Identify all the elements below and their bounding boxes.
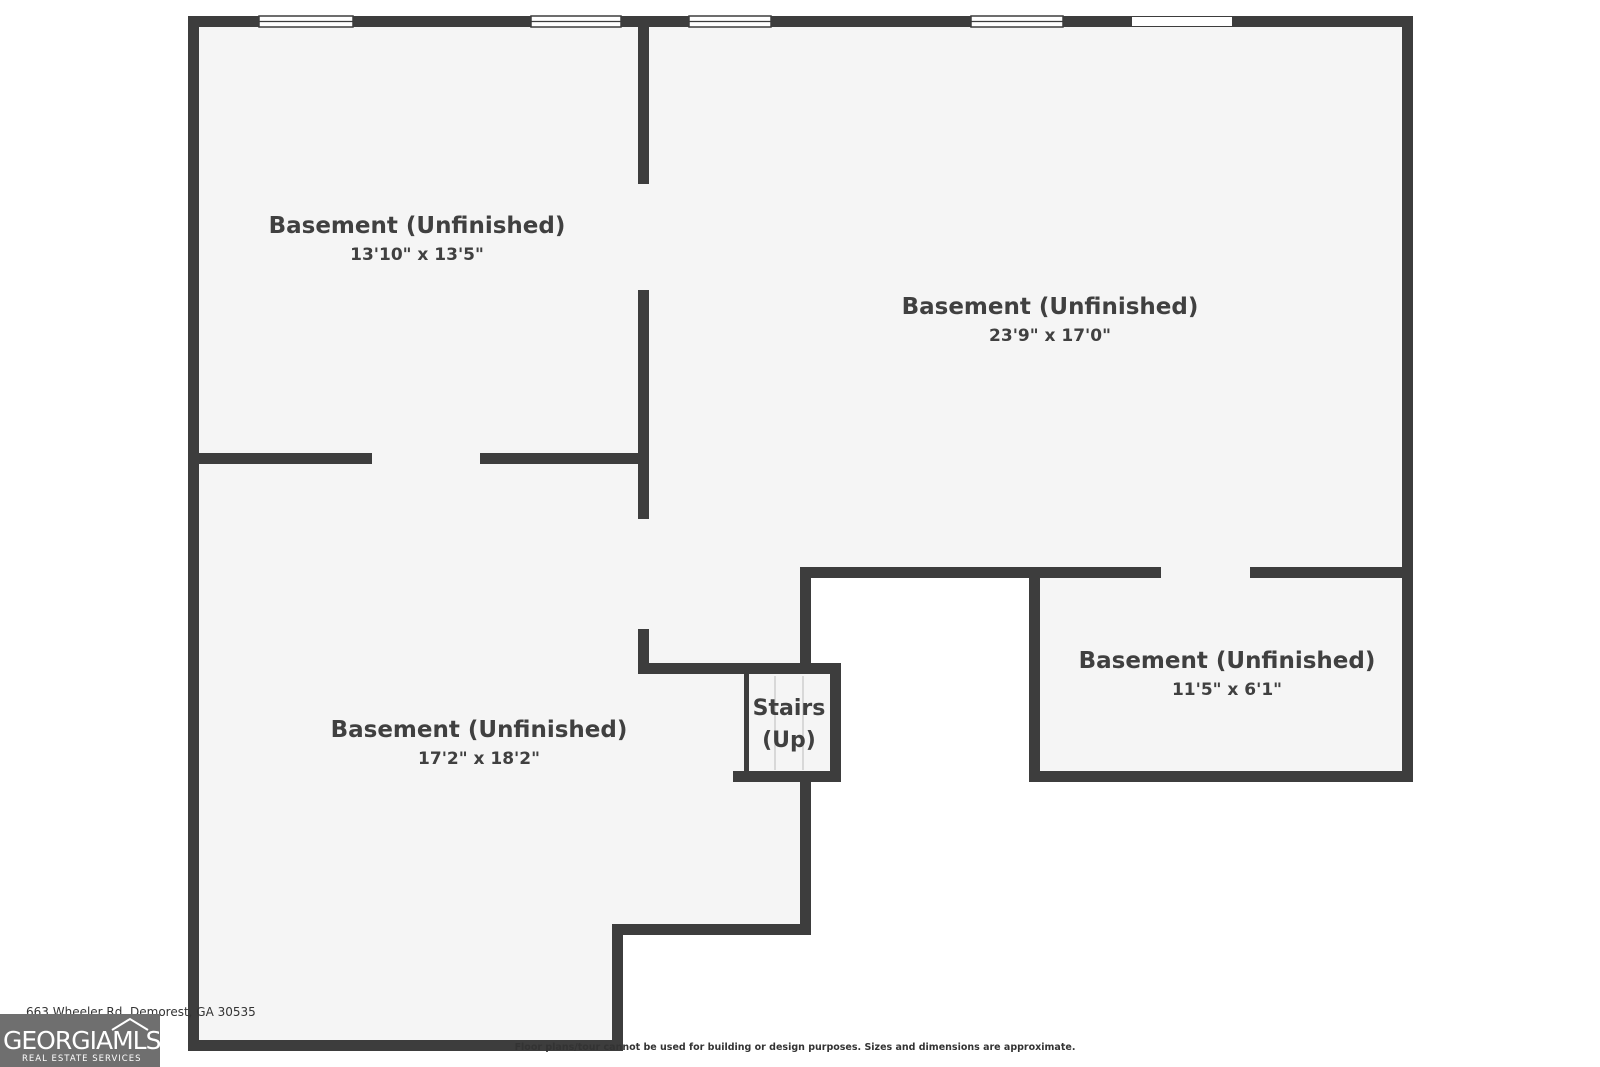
room-dimensions: 13'10" x 13'5" xyxy=(350,245,484,265)
room-name: Basement (Unfinished) xyxy=(1079,648,1376,674)
interior-walls xyxy=(192,22,841,782)
window xyxy=(530,15,622,28)
room-dimensions: 17'2" x 18'2" xyxy=(418,749,540,769)
room-name: Basement (Unfinished) xyxy=(902,294,1199,320)
window xyxy=(970,15,1064,28)
georgiamls-logo: GEORGIAMLS REAL ESTATE SERVICES xyxy=(0,1014,161,1067)
room-dimensions: 11'5" x 6'1" xyxy=(1172,680,1282,700)
house-roof-icon xyxy=(111,1017,149,1031)
floor-area xyxy=(192,22,1409,1045)
room-name: Basement (Unfinished) xyxy=(331,717,628,743)
stairs-label-line2: (Up) xyxy=(762,728,816,753)
logo-name: GEORGIAMLS xyxy=(3,1026,161,1055)
disclaimer-text: Floor plans/tour cannot be used for buil… xyxy=(514,1042,1076,1053)
logo-subtitle: REAL ESTATE SERVICES xyxy=(22,1054,142,1064)
room-dimensions: 23'9" x 17'0" xyxy=(989,326,1111,346)
stairs: Stairs (Up) xyxy=(749,674,830,771)
stairs-label-line1: Stairs xyxy=(753,696,826,721)
windows xyxy=(258,15,1232,28)
room-name: Basement (Unfinished) xyxy=(269,213,566,239)
door-opening-top xyxy=(1132,17,1232,26)
window xyxy=(258,15,354,28)
window xyxy=(688,15,772,28)
